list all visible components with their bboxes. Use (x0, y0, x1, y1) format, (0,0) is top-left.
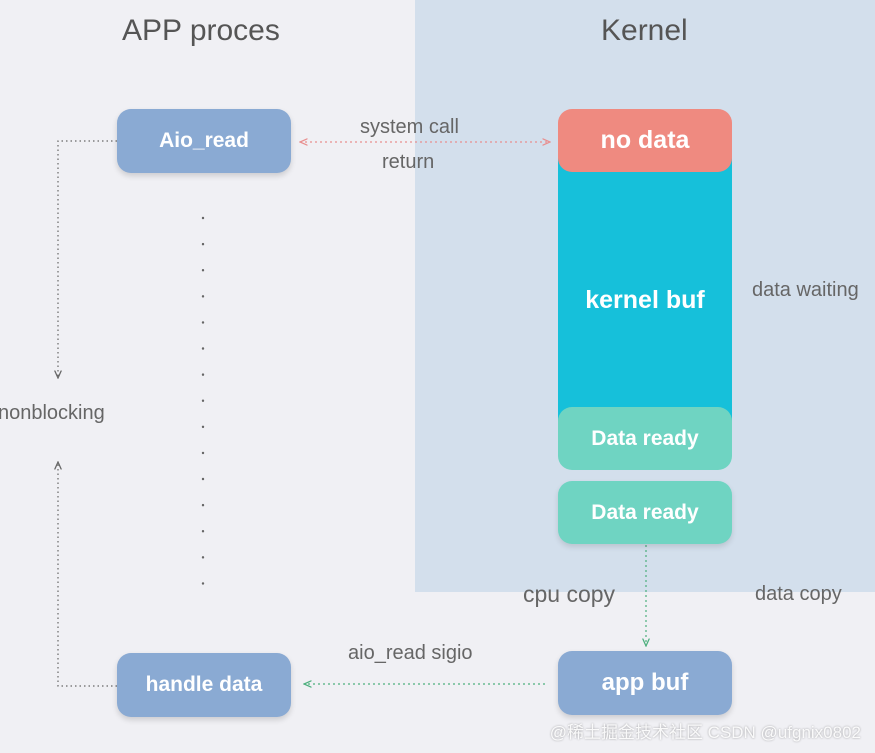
nonblocking-down-arrow (58, 140, 117, 378)
kernel-title: Kernel (601, 14, 688, 47)
app-process-title: APP proces (122, 14, 280, 47)
handle-data-box: handle data (117, 653, 291, 717)
data-copy-label: data copy (755, 583, 842, 605)
app-buf-box: app buf (558, 651, 732, 715)
cpu-copy-label: cpu copy (523, 581, 616, 607)
data-ready-inner-box: Data ready (558, 407, 732, 470)
data-ready-outer-box: Data ready (558, 481, 732, 544)
aio-read-sigio-label: aio_read sigio (348, 642, 473, 664)
return-label: return (382, 151, 435, 173)
data-waiting-label: data waiting (752, 279, 859, 301)
no-data-box: no data (558, 109, 732, 172)
nonblocking-label: nonblocking (0, 402, 105, 424)
system-call-label: system call (360, 116, 459, 138)
watermark: @稀土掘金技术社区 CSDN @ufgnix0802 (549, 723, 861, 742)
kernel-buf-box: kernel buf (558, 150, 732, 450)
aio-read-box: Aio_read (117, 109, 291, 173)
nonblocking-up-arrow (58, 462, 117, 687)
